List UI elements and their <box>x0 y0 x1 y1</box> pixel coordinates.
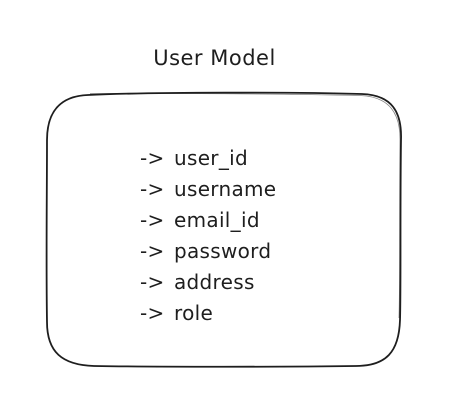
field-item: -> password <box>140 236 276 267</box>
field-item: -> user_id <box>140 143 276 174</box>
arrow-icon: -> <box>140 270 165 294</box>
field-item: -> username <box>140 174 276 205</box>
arrow-icon: -> <box>140 146 165 170</box>
field-name: password <box>174 239 272 263</box>
model-title: User Model <box>153 46 276 70</box>
arrow-icon: -> <box>140 239 165 263</box>
arrow-icon: -> <box>140 208 165 232</box>
field-name: user_id <box>174 146 248 170</box>
field-item: -> email_id <box>140 205 276 236</box>
field-name: role <box>174 301 214 325</box>
arrow-icon: -> <box>140 177 165 201</box>
field-list: -> user_id -> username -> email_id -> passwo… <box>140 143 276 329</box>
field-name: address <box>174 270 255 294</box>
field-item: -> address <box>140 267 276 298</box>
arrow-icon: -> <box>140 301 165 325</box>
field-item: -> role <box>140 298 276 329</box>
field-name: username <box>174 177 277 201</box>
field-name: email_id <box>174 208 260 232</box>
